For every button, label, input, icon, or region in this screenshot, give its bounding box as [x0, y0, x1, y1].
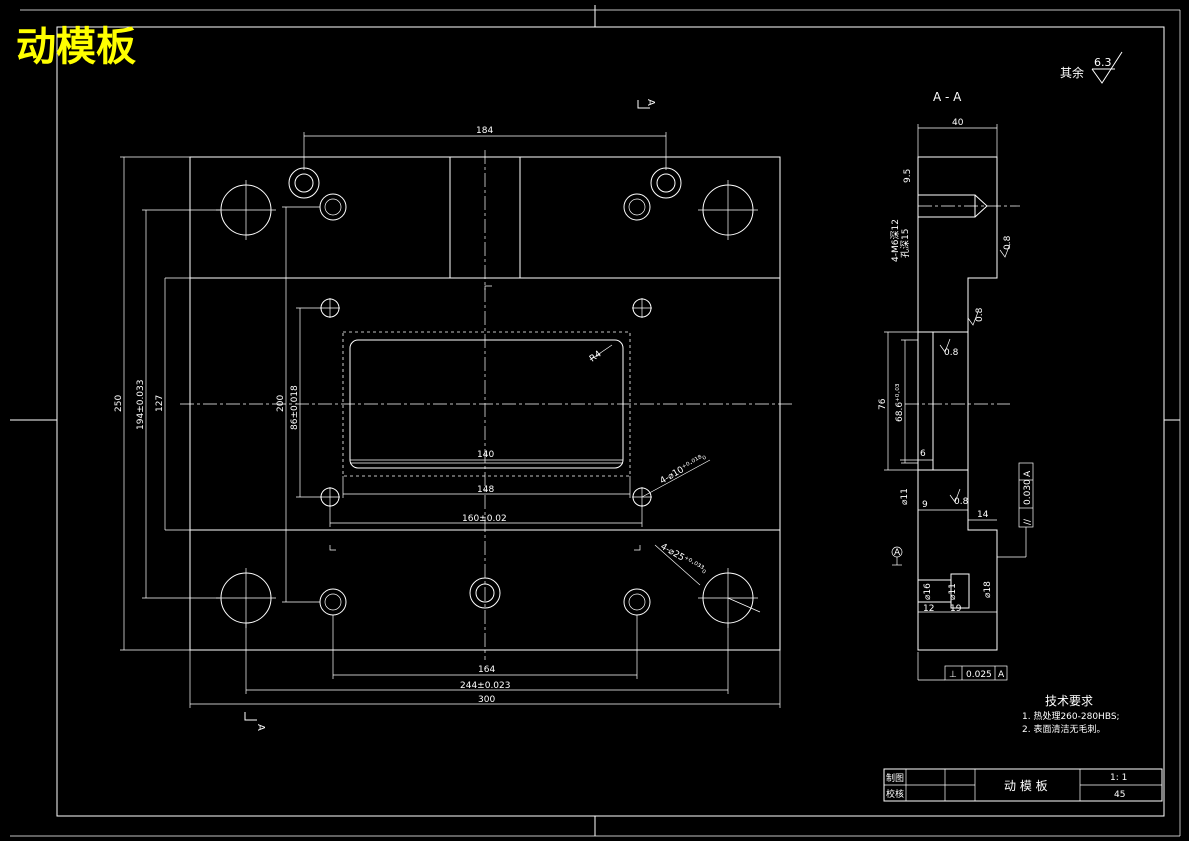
- roughness-note: 其余 6.3: [1060, 51, 1123, 84]
- sec-dim-76: 76: [878, 398, 888, 410]
- tech-heading: 技术要求: [1045, 694, 1093, 708]
- callout-big-holes: 4-⌀25⁺⁰·⁰³³₀: [659, 542, 709, 577]
- sec-dim-12: 12: [923, 604, 934, 614]
- section-view: A - A: [878, 90, 1034, 681]
- tb-drawn: 制图: [886, 772, 904, 784]
- dim-300: 300: [478, 695, 495, 705]
- dim-86: 86±0.018: [290, 385, 300, 430]
- sheet-border: [10, 5, 1181, 837]
- tol-bottom-symbol: ⊥: [949, 670, 957, 680]
- tolerance-parallel: // 0.030 A: [997, 462, 1034, 558]
- drawing-title: 动模板: [16, 24, 136, 70]
- sec-dim-14: 14: [977, 510, 989, 520]
- sec-rough-1: 0.8: [1003, 235, 1013, 250]
- dim-250: 250: [114, 395, 124, 412]
- roughness-value: 6.3: [1094, 56, 1112, 69]
- sec-dim-9: 9: [922, 500, 928, 510]
- sec-dim-40: 40: [952, 118, 964, 128]
- sec-dim-19: 19: [950, 604, 962, 614]
- sec-dim-68: 68.6⁺⁰·⁰³: [895, 383, 905, 422]
- dim-148: 148: [477, 485, 494, 495]
- section-label: A - A: [933, 90, 962, 104]
- tb-scale: 1: 1: [1110, 773, 1127, 783]
- tol-top-datum: A: [1023, 470, 1033, 477]
- tol-top-symbol: //: [1023, 518, 1033, 525]
- title-block: 制图 校核 动 模 板 1: 1 45: [883, 768, 1163, 802]
- dim-127: 127: [155, 395, 165, 412]
- tol-top-value: 0.030: [1023, 479, 1033, 505]
- tb-checked: 校核: [886, 788, 904, 800]
- callout-small-holes: 4-⌀10⁺⁰·⁰¹⁸₀: [659, 452, 709, 487]
- tol-bottom-datum: A: [998, 670, 1005, 680]
- dim-140: 140: [477, 450, 494, 460]
- sec-thread: 4-M6深12: [890, 219, 901, 262]
- tol-bottom-value: 0.025: [966, 670, 992, 680]
- tb-material: 45: [1114, 790, 1125, 800]
- cut-marker-top: A: [645, 99, 656, 106]
- sec-rough-4: 0.8: [954, 497, 969, 507]
- sec-dim-6: 6: [920, 449, 926, 459]
- sec-rough-3: 0.8: [944, 348, 959, 358]
- sec-dim-d16: ⌀16: [923, 583, 933, 600]
- sec-dim-d11b: ⌀11: [948, 583, 958, 600]
- dim-164: 164: [478, 665, 495, 675]
- tb-part-name: 动 模 板: [1004, 779, 1048, 793]
- sec-rough-2: 0.8: [975, 307, 985, 322]
- dim-184: 184: [476, 126, 493, 136]
- tech-requirements: 技术要求 1. 热处理260-280HBS; 2. 表面清洁无毛刺。: [1022, 694, 1120, 735]
- tolerance-perpendicular: ⊥ 0.025 A: [944, 665, 1008, 681]
- roughness-label: 其余: [1060, 65, 1084, 80]
- dim-244: 244±0.023: [460, 681, 510, 691]
- sec-thread2: 孔深15: [900, 229, 911, 258]
- tech-item-2: 2. 表面清洁无毛刺。: [1022, 723, 1105, 735]
- cut-marker-bottom: A: [255, 724, 266, 731]
- dim-200: 200: [276, 395, 286, 412]
- datum-label: A: [894, 548, 901, 558]
- sec-dim-9-5: 9.5: [903, 169, 913, 183]
- tech-item-1: 1. 热处理260-280HBS;: [1022, 710, 1120, 722]
- sec-dim-d18: ⌀18: [983, 581, 993, 598]
- dim-194: 194±0.033: [136, 380, 146, 430]
- sec-dim-d11: ⌀11: [900, 488, 910, 505]
- front-view: A A: [114, 99, 795, 731]
- dim-160: 160±0.02: [462, 514, 507, 524]
- dim-r4: R4: [588, 349, 604, 364]
